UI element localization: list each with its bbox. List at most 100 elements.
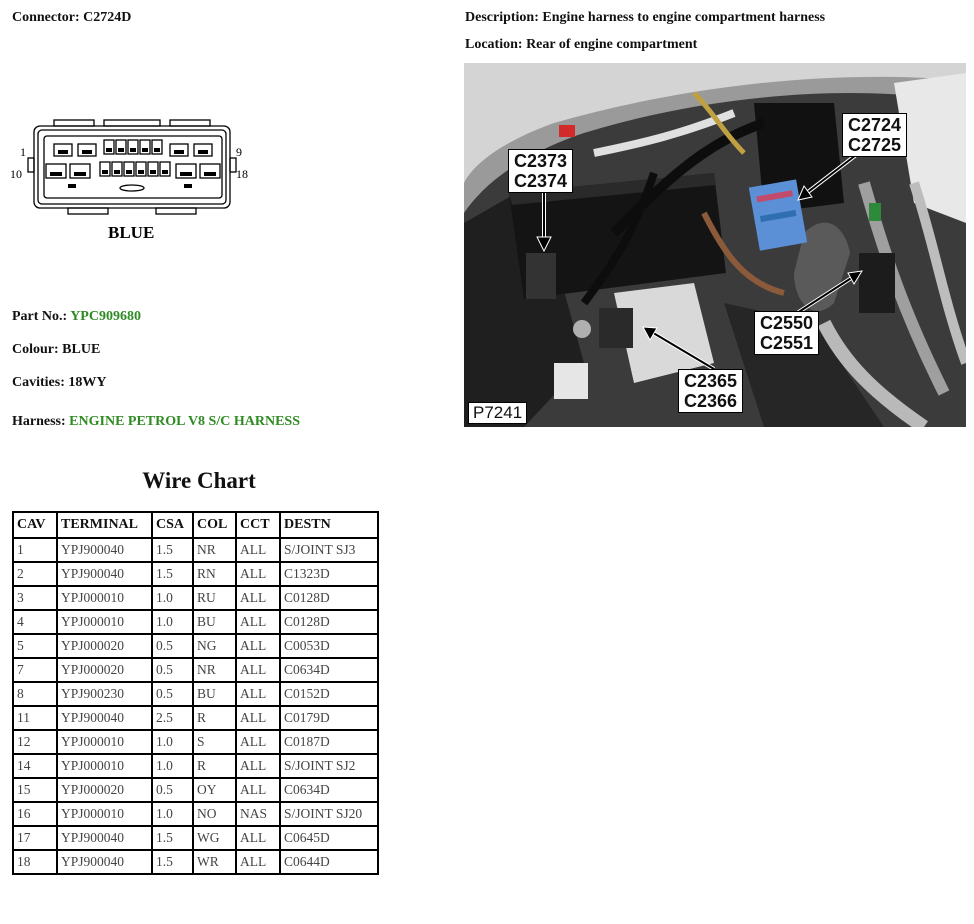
callout-c2724-c2725: C2724 C2725 [842,113,908,157]
cell-cct: ALL [235,681,281,707]
cell-cav: 16 [12,801,58,827]
cell-terminal: YPJ900040 [56,561,153,587]
connector-diagram: 1 9 10 18 BLUE [8,118,258,248]
cell-csa: 1.0 [151,585,194,611]
callout-line: C2365 [684,371,738,391]
callout-c2373-c2374: C2373 C2374 [508,149,574,193]
cell-cct: NAS [235,801,281,827]
header-destn: DESTN [279,511,379,539]
cell-terminal: YPJ000010 [56,585,153,611]
cell-cct: ALL [235,705,281,731]
pin-label-18: 18 [236,167,248,181]
cell-cav: 8 [12,681,58,707]
cell-col: NR [192,537,237,563]
cell-cav: 14 [12,753,58,779]
harness-info: Harness: ENGINE PETROL V8 S/C HARNESS [12,414,300,430]
cell-terminal: YPJ000010 [56,801,153,827]
part-number-link[interactable]: YPC909680 [70,309,141,324]
cell-cav: 7 [12,657,58,683]
location-value: Rear of engine compartment [526,37,698,52]
cell-destn: C0128D [279,585,379,611]
cell-terminal: YPJ000010 [56,609,153,635]
header-csa: CSA [151,511,194,539]
colour-label: Colour: [12,342,59,357]
cell-col: RU [192,585,237,611]
callout-line: C2550 [760,313,814,333]
cell-col: R [192,705,237,731]
callout-line: C2724 [848,115,902,135]
cell-csa: 0.5 [151,777,194,803]
callout-line: C2373 [514,151,568,171]
cell-destn: C0644D [279,849,379,875]
cell-cav: 2 [12,561,58,587]
cell-cav: 11 [12,705,58,731]
cell-destn: S/JOINT SJ20 [279,801,379,827]
cell-terminal: YPJ000020 [56,633,153,659]
header-cct: CCT [235,511,281,539]
cell-terminal: YPJ900040 [56,705,153,731]
cell-cct: ALL [235,585,281,611]
part-number-label: Part No.: [12,309,68,324]
cell-destn: C0179D [279,705,379,731]
cell-cav: 15 [12,777,58,803]
header-terminal: TERMINAL [56,511,153,539]
cell-destn: S/JOINT SJ3 [279,537,379,563]
callout-c2550-c2551: C2550 C2551 [754,311,820,355]
cell-terminal: YPJ000010 [56,729,153,755]
engine-bay-illustration [464,63,966,427]
description-info: Description: Engine harness to engine co… [465,10,825,26]
cell-destn: C0634D [279,657,379,683]
connector-label: Connector: [12,10,80,25]
cell-col: BU [192,681,237,707]
cell-csa: 2.5 [151,705,194,731]
header-cav: CAV [12,511,58,539]
cell-csa: 1.5 [151,825,194,851]
cell-csa: 1.0 [151,609,194,635]
connector-face-drawing: 1 9 10 18 BLUE [10,119,248,242]
cell-col: BU [192,609,237,635]
cell-col: RN [192,561,237,587]
callout-line: C2725 [848,135,902,155]
cell-terminal: YPJ900230 [56,681,153,707]
cell-col: NG [192,633,237,659]
cell-cct: ALL [235,753,281,779]
cell-destn: C0053D [279,633,379,659]
cell-cav: 5 [12,633,58,659]
cell-cct: ALL [235,537,281,563]
harness-link[interactable]: ENGINE PETROL V8 S/C HARNESS [69,414,300,429]
cell-col: NR [192,657,237,683]
cell-cav: 18 [12,849,58,875]
cell-terminal: YPJ900040 [56,537,153,563]
connector-value: C2724D [83,10,132,25]
cell-destn: C0128D [279,609,379,635]
cell-csa: 1.0 [151,801,194,827]
harness-label: Harness: [12,414,66,429]
cell-col: R [192,753,237,779]
description-value: Engine harness to engine compartment har… [542,10,826,25]
pin-label-9: 9 [236,145,242,159]
table-header-row: CAV TERMINAL CSA COL CCT DESTN [12,511,379,539]
location-info: Location: Rear of engine compartment [465,37,697,53]
cell-terminal: YPJ000020 [56,657,153,683]
callout-line: C2366 [684,391,738,411]
cell-cct: ALL [235,849,281,875]
connector-info: Connector: C2724D [12,10,131,26]
cell-csa: 1.0 [151,753,194,779]
cell-csa: 0.5 [151,681,194,707]
photo-id: P7241 [468,402,528,424]
cell-col: NO [192,801,237,827]
cell-cct: ALL [235,729,281,755]
callout-line: C2551 [760,333,814,353]
cell-csa: 1.5 [151,537,194,563]
callout-line: C2374 [514,171,568,191]
cell-cct: ALL [235,657,281,683]
cell-csa: 1.5 [151,849,194,875]
cavities-value: 18WY [68,375,107,390]
